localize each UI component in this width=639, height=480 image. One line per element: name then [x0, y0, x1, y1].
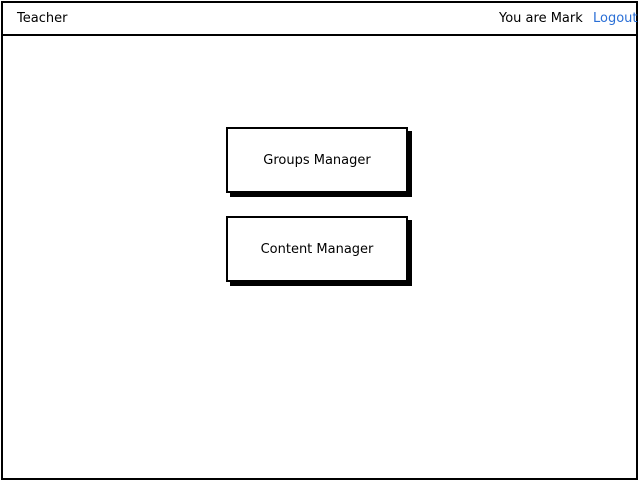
content-manager-label: Content Manager	[260, 241, 374, 257]
header-bar: Teacher You are Mark Logout	[3, 3, 638, 36]
page-title: Teacher	[17, 11, 68, 26]
groups-manager-button[interactable]: Groups Manager	[226, 127, 408, 193]
user-greeting: You are Mark	[499, 11, 583, 26]
logout-link[interactable]: Logout	[593, 11, 638, 26]
content-manager-button[interactable]: Content Manager	[226, 216, 408, 282]
groups-manager-label: Groups Manager	[263, 152, 371, 168]
